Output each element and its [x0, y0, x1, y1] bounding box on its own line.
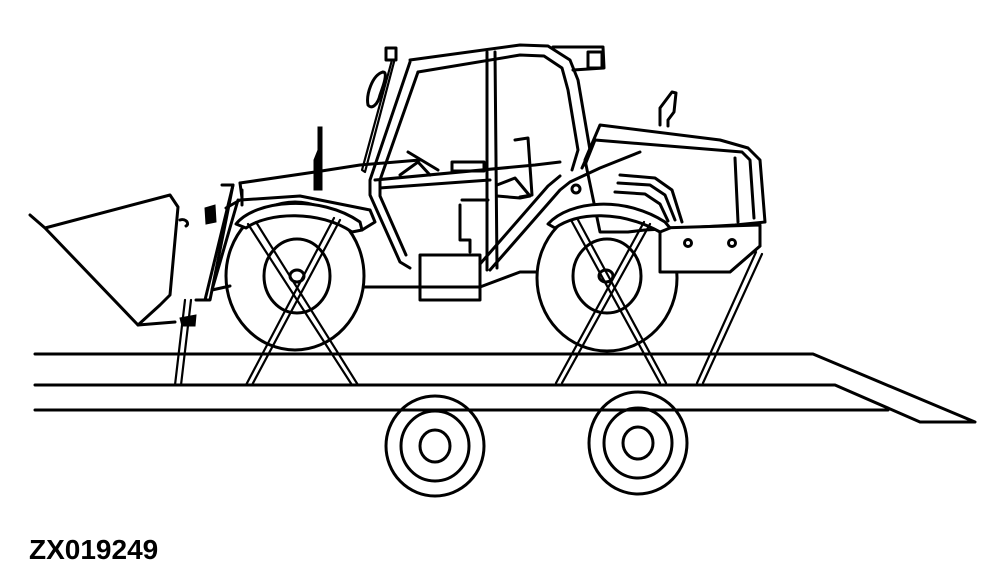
- loader-arm: [179, 183, 240, 327]
- loader-rear-wheel: [535, 203, 679, 353]
- trailer-deck-top: [33, 352, 977, 424]
- cab: [360, 43, 606, 302]
- loader: [28, 43, 767, 353]
- figure-id-label: ZX019249: [29, 534, 159, 565]
- loader-bucket: [28, 193, 180, 327]
- trailer-wheel-front: [384, 394, 486, 498]
- front-fender: [234, 201, 364, 234]
- tie-down-chains: [173, 216, 764, 387]
- bucket-tie-down: [173, 298, 193, 387]
- rear-tie-down: [554, 216, 668, 385]
- trailer: [33, 352, 977, 498]
- engine-hood: [570, 90, 767, 274]
- trailer-wheel-rear: [587, 390, 689, 496]
- rear-body-tie-down: [695, 250, 764, 385]
- front-body: [238, 158, 422, 185]
- front-tie-down: [244, 216, 360, 387]
